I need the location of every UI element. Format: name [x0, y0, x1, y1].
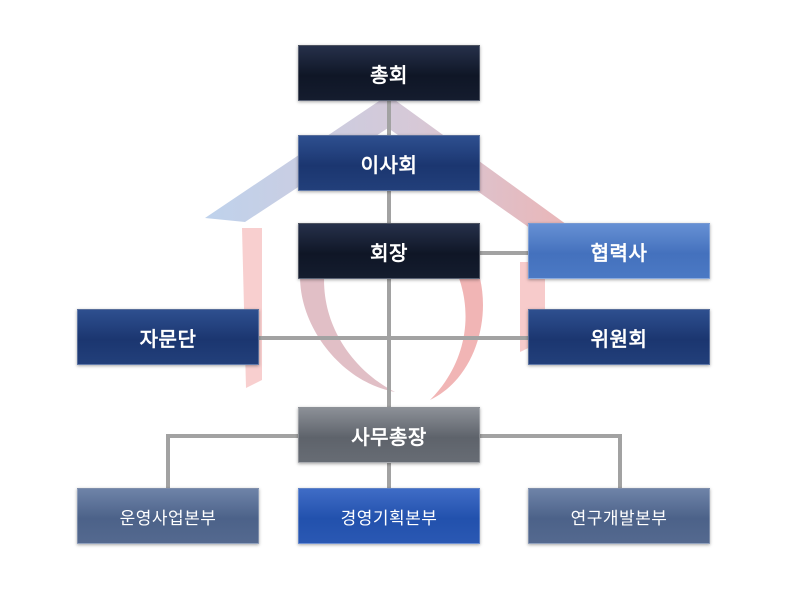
- node-label: 사무총장: [351, 424, 427, 449]
- node-partners: 협력사: [528, 223, 710, 279]
- node-board: 이사회: [298, 135, 480, 191]
- node-chairman: 회장: [298, 223, 480, 279]
- node-advisory: 자문단: [77, 309, 259, 365]
- node-label: 연구개발본부: [570, 508, 668, 529]
- node-label: 운영사업본부: [119, 508, 217, 529]
- node-label: 이사회: [360, 152, 418, 177]
- node-general-assembly: 총회: [298, 45, 480, 101]
- node-label: 협력사: [590, 240, 648, 265]
- operations-connector-line: [166, 434, 300, 490]
- node-label: 자문단: [139, 326, 197, 351]
- node-label: 회장: [370, 240, 408, 265]
- node-secretary-general: 사무총장: [298, 407, 480, 463]
- node-strategy: 경영기획본부: [298, 488, 480, 544]
- node-label: 위원회: [590, 326, 648, 351]
- node-rnd: 연구개발본부: [528, 488, 710, 544]
- node-operations: 운영사업본부: [77, 488, 259, 544]
- node-committee: 위원회: [528, 309, 710, 365]
- node-label: 경영기획본부: [340, 508, 438, 529]
- rnd-connector-line: [480, 434, 622, 490]
- node-label: 총회: [370, 62, 408, 87]
